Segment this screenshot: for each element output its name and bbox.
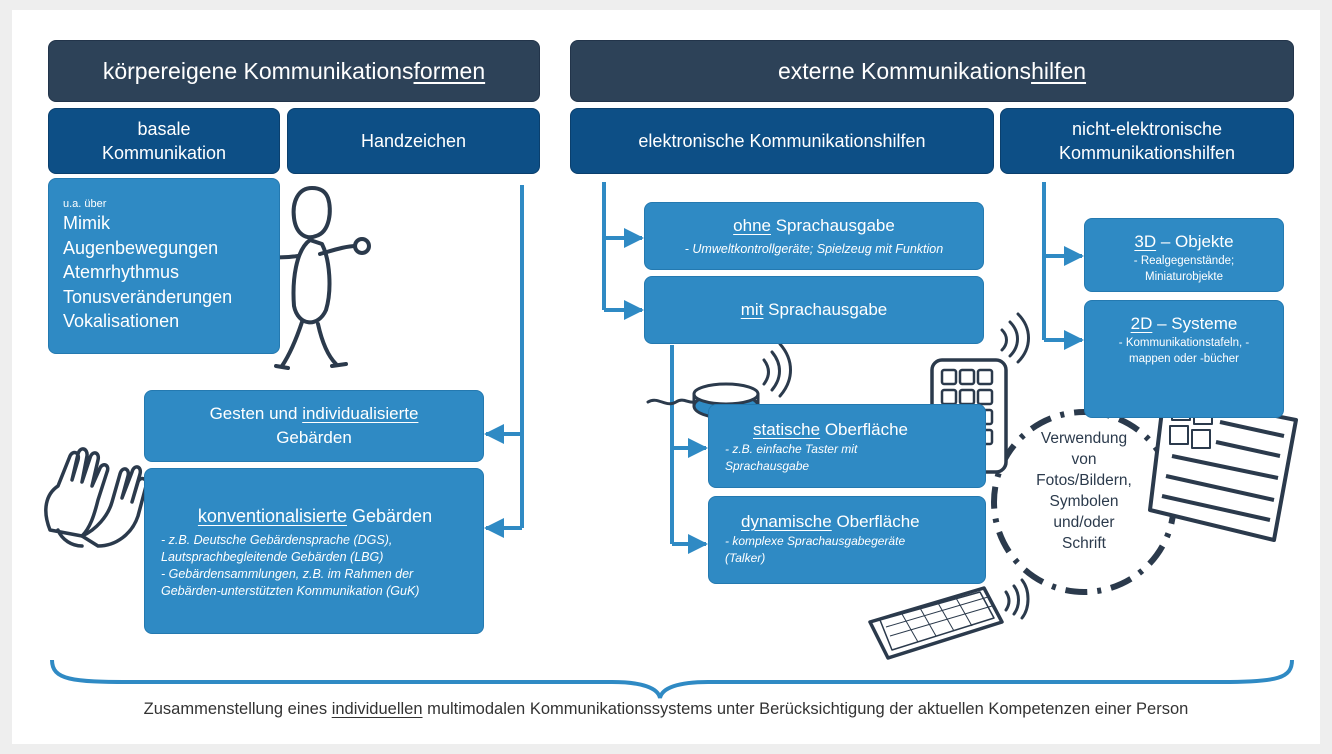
konventionalisierte-line: Gebärden-unterstützten Kommunikation (Gu… <box>161 584 420 598</box>
dynamisch-sub-line: (Talker) <box>725 551 766 565</box>
verwendung-line: Fotos/Bildern, <box>1036 472 1132 489</box>
mit-sprachausgabe-box: mit Sprachausgabe <box>644 276 984 344</box>
nicht-elektronisch-line1: nicht-elektronische <box>1071 119 1223 139</box>
konventionalisierte-box: konventionalisierte Gebärden - z.B. Deut… <box>144 468 484 634</box>
statische-oberflaeche-box: statische Oberfläche - z.B. einfache Tas… <box>708 404 986 488</box>
basale-list-box: u.a. über Mimik Augenbewegungen Atemrhyt… <box>48 178 280 354</box>
objekte-3d-box: 3D – Objekte - Realgegenstände; Miniatur… <box>1084 218 1284 292</box>
verwendung-line: Symbolen <box>1049 493 1119 510</box>
objekte-underlined: 3D <box>1134 232 1157 251</box>
basale-item: Atemrhythmus <box>63 262 180 282</box>
basale-line2: Kommunikation <box>101 143 227 163</box>
footer-pre: Zusammenstellung eines <box>143 700 332 718</box>
nicht-elektronisch-connector <box>1042 182 1084 350</box>
dynamisch-sub-line: - komplexe Sprachausgabegeräte <box>725 534 906 548</box>
statisch-sub-line: - z.B. einfache Taster mit <box>725 442 858 456</box>
objekte-post: – Objekte <box>1156 232 1234 251</box>
dynamisch-sub: - komplexe Sprachausgabegeräte (Talker) <box>725 533 977 567</box>
sound-waves-icon <box>1000 312 1030 364</box>
footer-post: multimodalen Kommunikationssystems unter… <box>422 700 1189 718</box>
sound-waves-icon <box>762 342 792 398</box>
header-externe-pre: externe Kommunikations <box>777 57 1032 84</box>
dynamische-oberflaeche-box: dynamische Oberfläche - komplexe Spracha… <box>708 496 986 584</box>
ohne-post: Sprachausgabe <box>771 215 895 235</box>
systeme-underlined: 2D <box>1130 314 1153 333</box>
konventionalisierte-post: Gebärden <box>347 506 433 526</box>
konventionalisierte-details: - z.B. Deutsche Gebärdensprache (DGS), L… <box>161 532 469 600</box>
elektronisch-connector <box>602 182 644 320</box>
header-koerpereigene-underlined: formen <box>413 57 486 84</box>
header-koerpereigene-text: körpereigene Kommunikationsformen <box>103 58 485 85</box>
systeme-sub: - Kommunikationstafeln, - mappen oder -b… <box>1085 335 1283 367</box>
hands-icon <box>44 447 149 548</box>
gesten-box: Gesten und individualisierte Gebärden <box>144 390 484 462</box>
tablet-icon <box>868 586 1004 660</box>
diagram-canvas: körpereigene Kommunikationsformen extern… <box>12 10 1320 744</box>
basale-item: Tonusveränderungen <box>63 286 233 307</box>
statisch-sub: - z.B. einfache Taster mit Sprachausgabe <box>709 441 977 475</box>
ohne-underlined: ohne <box>733 215 771 235</box>
header-koerpereigene-pre: körpereigene Kommunikations <box>102 57 414 84</box>
systeme-sub-line: - Kommunikationstafeln, - <box>1118 337 1250 349</box>
footer-brace <box>50 659 1294 699</box>
statisch-sub-line: Sprachausgabe <box>725 459 810 473</box>
handzeichen-box: Handzeichen <box>287 108 540 174</box>
verwendung-line: und/oder <box>1053 514 1115 531</box>
mit-underlined: mit <box>740 300 764 319</box>
nicht-elektronisch-box: nicht-elektronische Kommunikationshilfen <box>1000 108 1294 174</box>
systeme-2d-box: 2D – Systeme - Kommunikationstafeln, - m… <box>1084 300 1284 418</box>
basale-items: Mimik Augenbewegungen Atemrhythmus Tonus… <box>63 211 279 334</box>
basale-item: Augenbewegungen <box>63 237 219 258</box>
handzeichen-label: Handzeichen <box>360 130 467 151</box>
konventionalisierte-line: - z.B. Deutsche Gebärdensprache (DGS), <box>161 533 393 547</box>
mit-title: mit Sprachausgabe <box>645 299 983 321</box>
basale-line1: basale <box>137 119 191 139</box>
statisch-underlined: statische <box>753 420 821 439</box>
header-koerpereigene: körpereigene Kommunikationsformen <box>48 40 540 102</box>
gesten-line2: Gebärden <box>276 428 352 447</box>
konventionalisierte-title: konventionalisierte Gebärden <box>161 505 469 527</box>
ohne-sub: - Umweltkontrollgeräte; Spielzeug mit Fu… <box>684 241 944 256</box>
verwendung-line: Verwendung <box>1040 430 1128 447</box>
gesten-pre: Gesten und <box>209 404 303 423</box>
konventionalisierte-underlined: konventionalisierte <box>197 506 348 526</box>
footer-underlined: individuellen <box>331 700 423 718</box>
konventionalisierte-line: Lautsprachbegleitende Gebärden (LBG) <box>161 550 384 564</box>
objekte-sub: - Realgegenstände; Miniaturobjekte <box>1085 253 1283 285</box>
mit-post: Sprachausgabe <box>763 300 888 319</box>
dynamisch-post: Oberfläche <box>831 512 920 531</box>
systeme-sub-line: mappen oder -bücher <box>1129 353 1239 365</box>
basale-kommunikation-box: basale Kommunikation <box>48 108 280 174</box>
header-externe-text: externe Kommunikationshilfen <box>778 58 1086 85</box>
konventionalisierte-line: - Gebärdensammlungen, z.B. im Rahmen der <box>161 567 414 581</box>
objekte-title: 3D – Objekte <box>1085 231 1283 253</box>
basale-item: Vokalisationen <box>63 311 180 331</box>
footer-caption: Zusammenstellung eines individuellen mul… <box>12 700 1320 719</box>
ohne-title: ohne Sprachausgabe <box>733 215 895 237</box>
header-externe-underlined: hilfen <box>1031 57 1087 84</box>
sound-waves-icon <box>1004 578 1030 620</box>
statisch-title: statische Oberfläche <box>753 419 977 441</box>
verwendung-text: Verwendung von Fotos/Bildern, Symbolen u… <box>1008 428 1160 554</box>
gesten-line1: Gesten und individualisierte <box>210 402 419 426</box>
elektronisch-label: elektronische Kommunikationshilfen <box>638 130 926 151</box>
header-externe: externe Kommunikationshilfen <box>570 40 1294 102</box>
dynamisch-underlined: dynamische <box>741 512 832 531</box>
systeme-title: 2D – Systeme <box>1085 313 1283 335</box>
handzeichen-connector <box>484 185 524 538</box>
mit-connector <box>670 345 708 554</box>
ohne-sprachausgabe-box: ohne Sprachausgabe - Umweltkontrollgerät… <box>644 202 984 270</box>
nicht-elektronisch-line2: Kommunikationshilfen <box>1058 143 1236 163</box>
statisch-post: Oberfläche <box>820 420 908 439</box>
gesten-underlined: individualisierte <box>302 404 419 423</box>
basale-intro: u.a. über <box>63 198 107 210</box>
verwendung-line: von <box>1071 451 1097 468</box>
objekte-sub-line: - Realgegenstände; <box>1133 255 1235 267</box>
dynamisch-title: dynamische Oberfläche <box>725 511 977 533</box>
objekte-sub-line: Miniaturobjekte <box>1145 271 1223 283</box>
elektronisch-box: elektronische Kommunikationshilfen <box>570 108 994 174</box>
verwendung-line: Schrift <box>1062 535 1106 552</box>
systeme-post: – Systeme <box>1152 314 1238 333</box>
basale-item: Mimik <box>63 213 110 233</box>
